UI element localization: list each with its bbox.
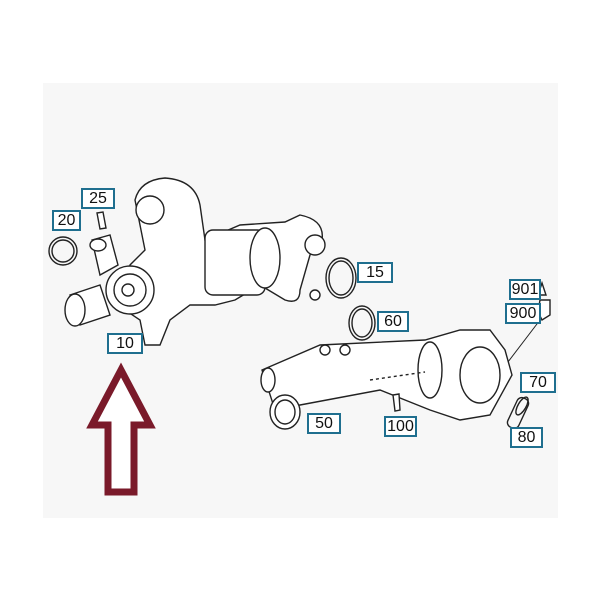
o-ring-15 <box>325 257 357 299</box>
callout-25: 25 <box>81 188 115 209</box>
seal-70 <box>515 396 529 416</box>
callout-15: 15 <box>357 262 393 283</box>
thermostat-housing <box>260 329 513 430</box>
callout-60: 60 <box>377 311 409 332</box>
water-pump <box>64 177 326 346</box>
callout-80: 80 <box>510 427 543 448</box>
callout-50: 50 <box>307 413 341 434</box>
o-ring-20 <box>48 236 78 266</box>
direction-arrow <box>86 362 156 496</box>
callout-900: 900 <box>505 303 541 324</box>
callout-10: 10 <box>107 333 143 354</box>
callout-100: 100 <box>384 416 417 437</box>
callout-70: 70 <box>520 372 556 393</box>
callout-901: 901 <box>509 279 541 300</box>
bolt-25 <box>96 211 107 230</box>
gasket-80 <box>506 396 530 430</box>
callout-20: 20 <box>52 210 81 231</box>
o-ring-60 <box>348 305 376 341</box>
bolt-100 <box>392 393 401 412</box>
